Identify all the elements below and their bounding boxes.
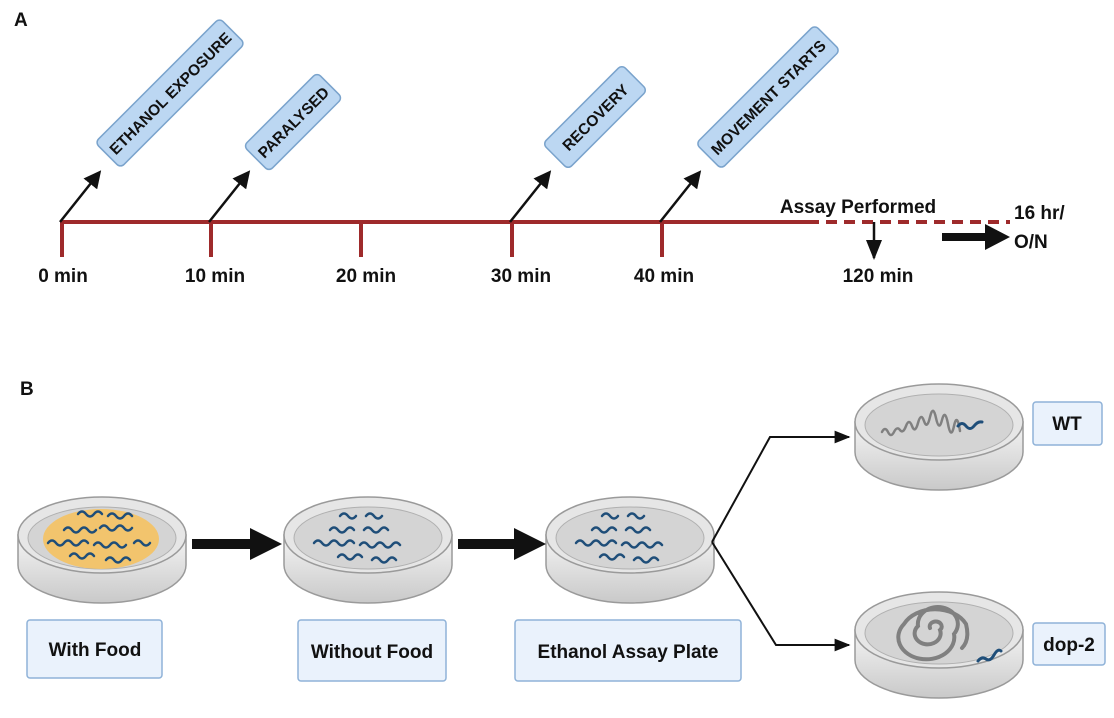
stage-label-with-food: With Food (26, 619, 163, 679)
worm-spiral-track (896, 604, 970, 662)
petri-dish-with-food (17, 496, 187, 604)
arrow-with-to-without-food (192, 528, 282, 560)
label-box (1032, 622, 1106, 666)
callout-ethanol-exposure: ETHANOL EXPOSURE (96, 19, 244, 167)
tick-label-10: 10 min (185, 266, 245, 287)
callout-box (244, 73, 342, 171)
panel-b-letter: B (20, 379, 34, 400)
callout-recovery: RECOVERY (543, 65, 647, 169)
label-box (1032, 401, 1103, 446)
worms-group (574, 512, 664, 564)
overnight-arrow (942, 224, 1010, 250)
petri-dish-dop2 (854, 591, 1024, 699)
tick-label-30: 30 min (491, 266, 551, 287)
arrow-without-food-to-assay (458, 528, 546, 560)
label-text: WT (1052, 414, 1082, 435)
panel-a-letter: A (14, 10, 28, 31)
callout-paralysed: PARALYSED (244, 73, 342, 171)
tick-label-20: 20 min (336, 266, 396, 287)
stage-label-without-food: Without Food (297, 619, 447, 682)
overnight-label-line2: O/N (1014, 232, 1048, 253)
label-text: Without Food (311, 642, 433, 663)
outcome-label-dop2: dop-2 (1032, 622, 1106, 666)
callout-arrow-ethanol (59, 170, 102, 223)
tick-marks (60, 221, 664, 257)
petri-dish-without-food (283, 496, 453, 604)
tick-label-0: 0 min (38, 266, 88, 287)
branch-arrow-dop2 (711, 541, 851, 652)
callout-label: ETHANOL EXPOSURE (107, 30, 236, 159)
callout-box (96, 19, 244, 167)
label-box (297, 619, 447, 682)
callout-movement-starts: MOVEMENT STARTS (697, 26, 839, 168)
assay-time-label: 120 min (843, 266, 914, 287)
worms-group (312, 512, 402, 564)
assay-performed-label: Assay Performed (780, 197, 936, 218)
worms-group (46, 510, 152, 564)
label-text: dop-2 (1043, 635, 1095, 656)
worm (956, 420, 984, 430)
callout-arrow-recovery (509, 170, 552, 223)
callout-arrow-paralysed (208, 170, 251, 223)
branch-arrow-wt (711, 430, 851, 543)
tick-label-40: 40 min (634, 266, 694, 287)
callout-label: MOVEMENT STARTS (708, 37, 829, 158)
overnight-label-line1: 16 hr/ (1014, 203, 1065, 224)
outcome-label-wt: WT (1032, 401, 1103, 446)
label-box (26, 619, 163, 679)
worm (976, 648, 1003, 663)
petri-dish-wt (854, 383, 1024, 491)
callout-arrow-movement (659, 170, 702, 223)
callout-box (697, 26, 839, 168)
callout-box (543, 65, 647, 169)
worm-track (880, 409, 962, 437)
label-text: Ethanol Assay Plate (538, 642, 719, 663)
stage-label-ethanol-assay-plate: Ethanol Assay Plate (514, 619, 742, 682)
petri-dish-ethanol-assay (545, 496, 715, 604)
label-text: With Food (49, 640, 142, 661)
food-lawn (43, 509, 159, 569)
label-box (514, 619, 742, 682)
